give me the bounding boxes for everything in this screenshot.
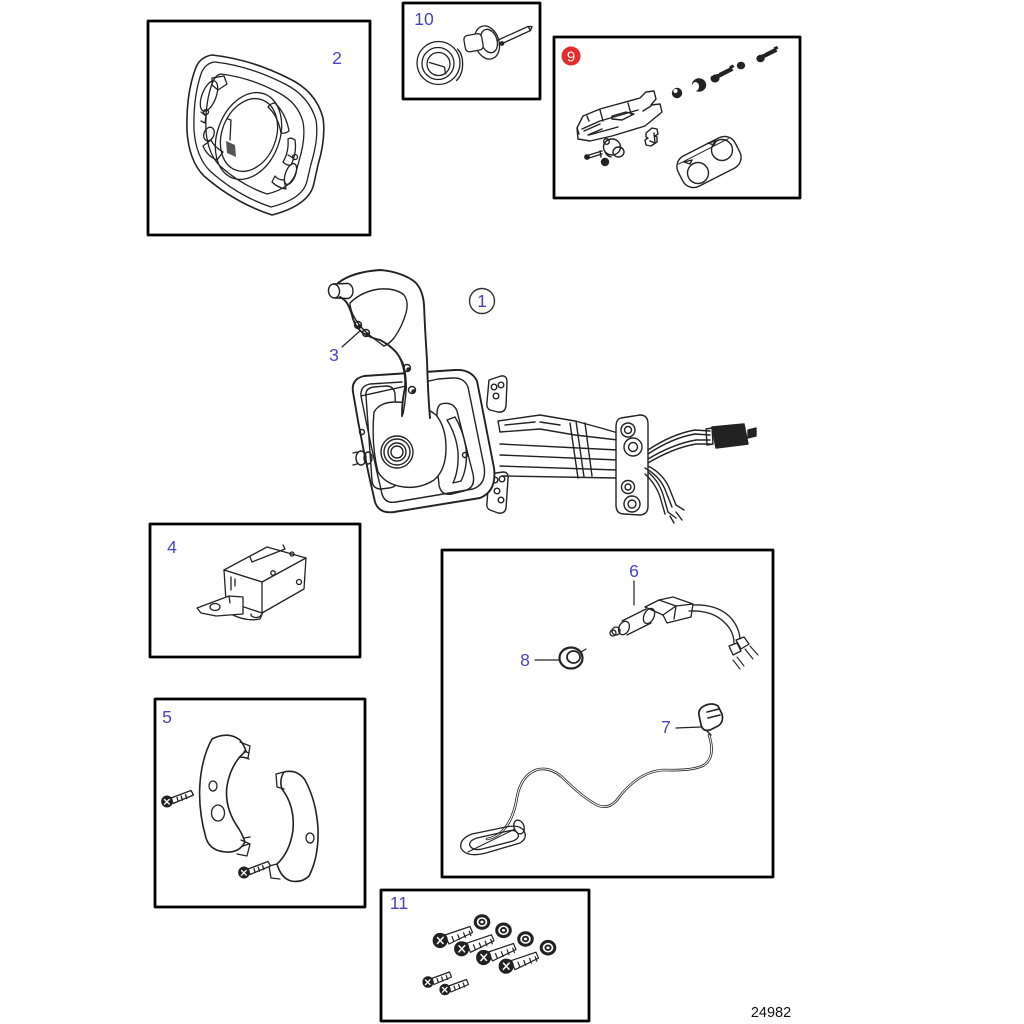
svg-text:11: 11 [390, 893, 408, 913]
svg-text:5: 5 [162, 707, 172, 727]
svg-text:6: 6 [629, 561, 639, 581]
svg-text:4: 4 [167, 537, 177, 557]
svg-text:1: 1 [477, 291, 487, 311]
svg-text:3: 3 [329, 345, 339, 365]
svg-text:24982: 24982 [751, 1005, 791, 1021]
svg-text:9: 9 [567, 49, 575, 66]
svg-text:10: 10 [414, 9, 434, 29]
svg-text:8: 8 [520, 650, 530, 670]
svg-text:7: 7 [661, 717, 671, 737]
svg-text:2: 2 [332, 48, 342, 68]
